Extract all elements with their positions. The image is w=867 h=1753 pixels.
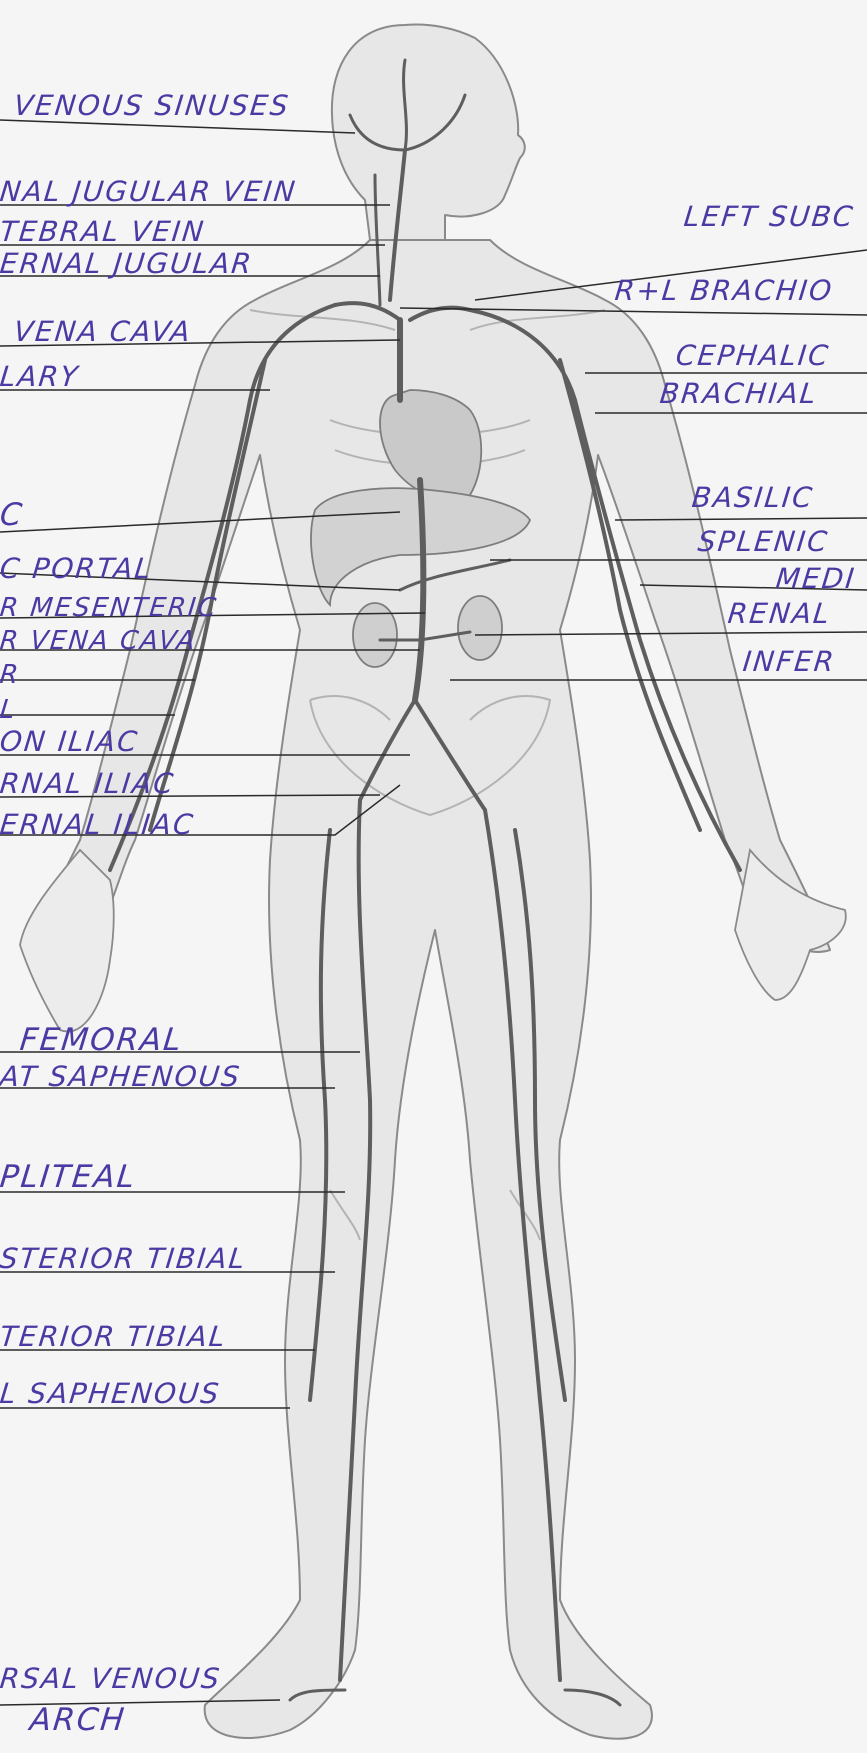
label-inferior: INFER	[742, 648, 837, 676]
label-internal-jugular-vein: NAL JUGULAR VEIN	[0, 178, 298, 206]
label-mesenteric: R MESENTERIC	[0, 595, 219, 621]
label-median: MEDI	[775, 565, 858, 593]
left-kidney	[353, 603, 397, 667]
label-femoral: FEMORAL	[18, 1025, 184, 1056]
label-small-saphenous: L SAPHENOUS	[0, 1380, 222, 1408]
label-cephalic: CEPHALIC	[675, 342, 832, 370]
label-basilic: BASILIC	[691, 484, 816, 512]
label-renal: RENAL	[727, 600, 833, 628]
label-hepatic: C	[0, 500, 25, 531]
label-l: L	[0, 697, 18, 723]
label-common-iliac: ON ILIAC	[0, 728, 140, 756]
label-external-iliac: ERNAL ILIAC	[0, 811, 196, 839]
label-posterior-tibial: STERIOR TIBIAL	[0, 1245, 248, 1273]
label-great-saphenous: AT SAPHENOUS	[0, 1063, 242, 1091]
label-hepatic-portal: C PORTAL	[0, 555, 154, 583]
label-arch: ARCH	[28, 1705, 127, 1736]
label-vena-cava: VENA CAVA	[13, 318, 194, 346]
label-vertebral-vein: TEBRAL VEIN	[0, 218, 207, 246]
right-kidney	[458, 596, 502, 660]
label-dorsal-venous: RSAL VENOUS	[0, 1665, 222, 1693]
label-inferior-vena-cava: R VENA CAVA	[0, 628, 198, 654]
label-splenic: SPLENIC	[697, 528, 831, 556]
label-anterior-tibial: TERIOR TIBIAL	[0, 1323, 228, 1351]
label-left-subclavian: LEFT SUBC	[683, 203, 856, 231]
label-popliteal: PLITEAL	[0, 1162, 138, 1193]
label-venous-sinuses: VENOUS SINUSES	[13, 92, 292, 120]
label-r: R	[0, 662, 21, 688]
label-internal-iliac: RNAL ILIAC	[0, 770, 176, 798]
label-external-jugular: ERNAL JUGULAR	[0, 250, 254, 278]
label-axillary: LARY	[0, 363, 81, 391]
label-brachial: BRACHIAL	[659, 380, 819, 408]
left-hand	[20, 850, 114, 1032]
label-brachiocephalic: R+L BRACHIO	[614, 277, 835, 305]
